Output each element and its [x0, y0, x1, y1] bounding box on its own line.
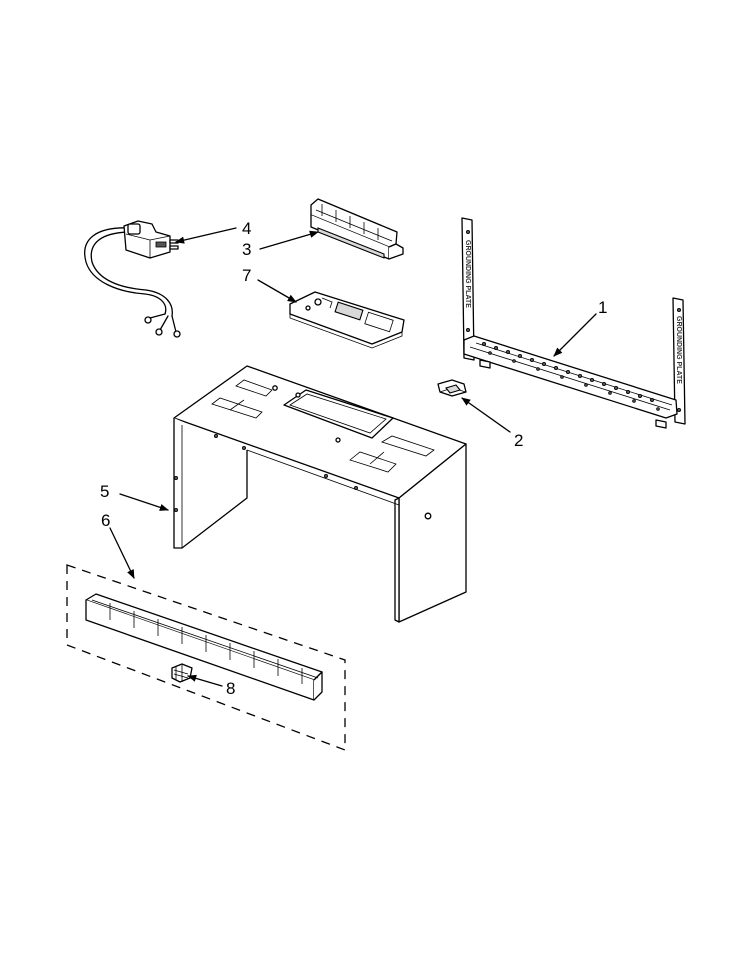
bracket-stamp-right: GROUNDING PLATE [675, 316, 682, 384]
bracket-stamp-left: GROUNDING PLATE [464, 240, 471, 308]
callout-6: 6 [101, 511, 110, 530]
callout-labels: 4 3 7 1 2 5 6 8 [100, 219, 607, 698]
callout-7: 7 [242, 266, 251, 285]
grille-part [85, 593, 323, 701]
leader-arrow-3 [259, 230, 319, 250]
grille-assembly-box [66, 564, 346, 751]
leader-arrows [109, 227, 597, 687]
leader-arrow-7 [257, 279, 297, 303]
callout-2: 2 [514, 431, 523, 450]
leader-arrow-1 [553, 313, 597, 357]
leader-arrow-8 [187, 674, 223, 687]
callout-8: 8 [226, 679, 235, 698]
leader-arrow-6 [109, 527, 135, 579]
callout-3: 3 [242, 240, 251, 259]
callout-4: 4 [242, 219, 251, 238]
mounting-plate-part [289, 291, 405, 349]
wall-bracket-part: GROUNDING PLATE GROUNDING PLATE [461, 217, 686, 429]
power-cord-part [84, 220, 181, 338]
callout-5: 5 [100, 482, 109, 501]
top-plate-part [173, 365, 467, 623]
clip-part [437, 379, 467, 397]
bracket-holes [481, 341, 660, 411]
leader-arrow-2 [461, 397, 511, 433]
leader-arrow-5 [119, 493, 169, 511]
vent-damper-part [310, 198, 404, 260]
filter-part [171, 663, 193, 683]
callout-1: 1 [598, 298, 607, 317]
leader-arrow-4 [175, 227, 237, 244]
